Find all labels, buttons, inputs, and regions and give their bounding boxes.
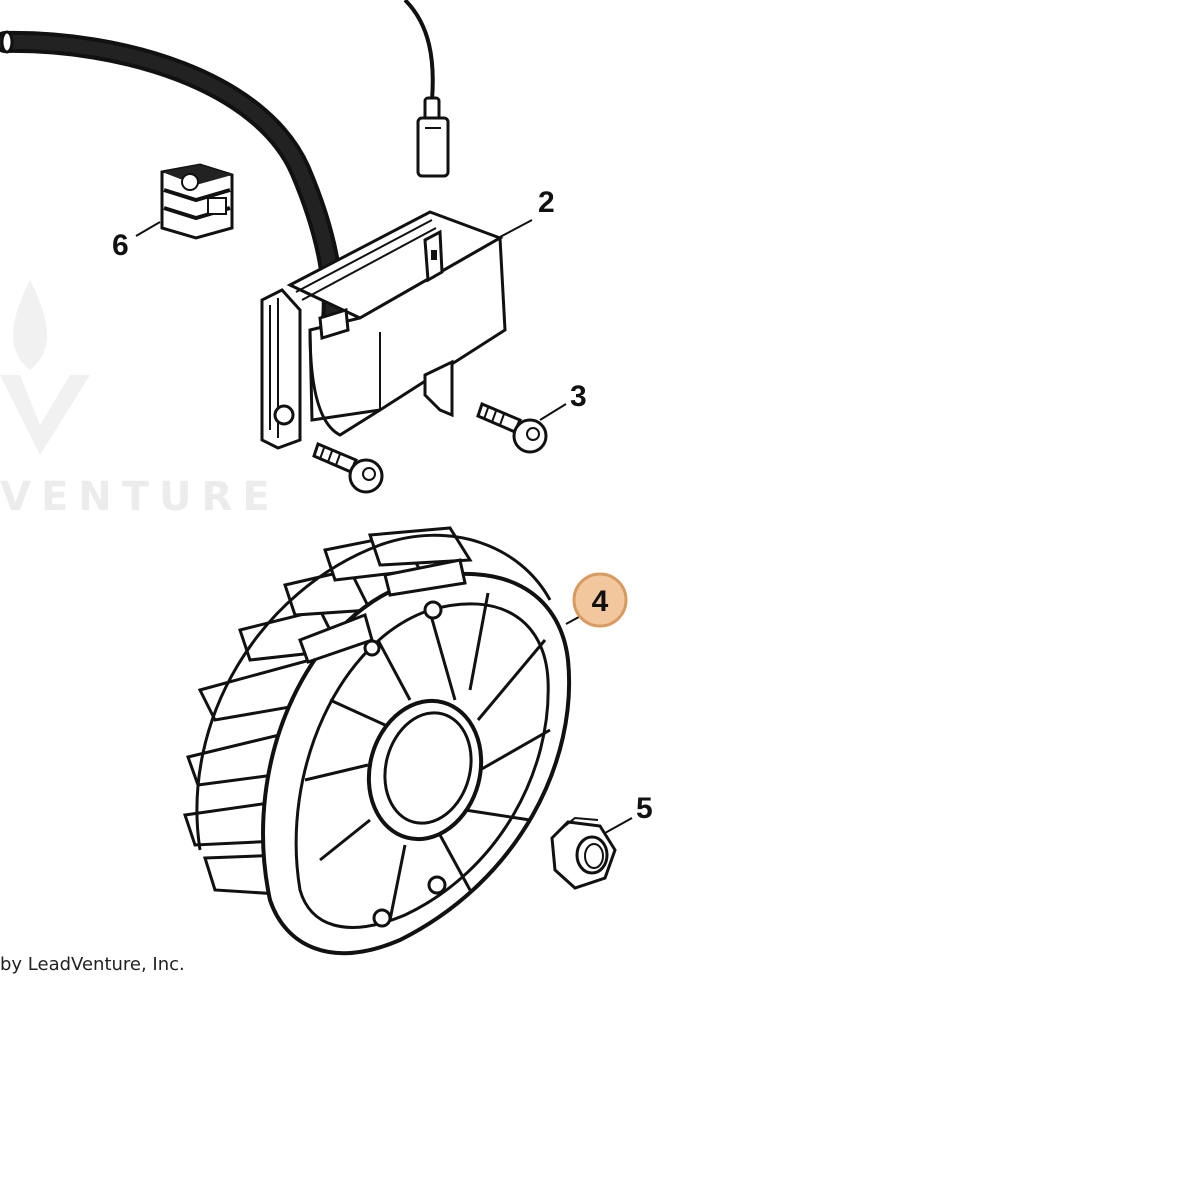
nut-part-5	[550, 816, 617, 890]
callout-5[interactable]: 5	[604, 792, 653, 834]
flywheel-part-4	[183, 526, 571, 956]
watermark-logo: VENTURE	[0, 280, 280, 520]
screw-part-3-right	[476, 401, 548, 454]
callout-5-label: 5	[636, 792, 653, 825]
callout-3-label: 3	[570, 380, 587, 413]
copyright-text: by LeadVenture, Inc.	[0, 954, 185, 975]
ignition-module-part-2	[260, 210, 507, 450]
callout-6[interactable]: 6	[112, 221, 161, 262]
callout-6-label: 6	[112, 229, 129, 262]
grommet-part-6	[160, 163, 234, 240]
ground-wire-connector	[403, 0, 450, 178]
callout-2-label: 2	[538, 186, 555, 219]
screw-part-3-left	[312, 441, 384, 494]
watermark-text: VENTURE	[0, 474, 280, 520]
callout-4-highlight	[572, 572, 628, 628]
callout-3[interactable]: 3	[539, 380, 587, 421]
callout-4-label: 4	[592, 585, 609, 618]
callout-2[interactable]: 2	[499, 186, 555, 238]
callout-4[interactable]: 4	[565, 572, 628, 628]
